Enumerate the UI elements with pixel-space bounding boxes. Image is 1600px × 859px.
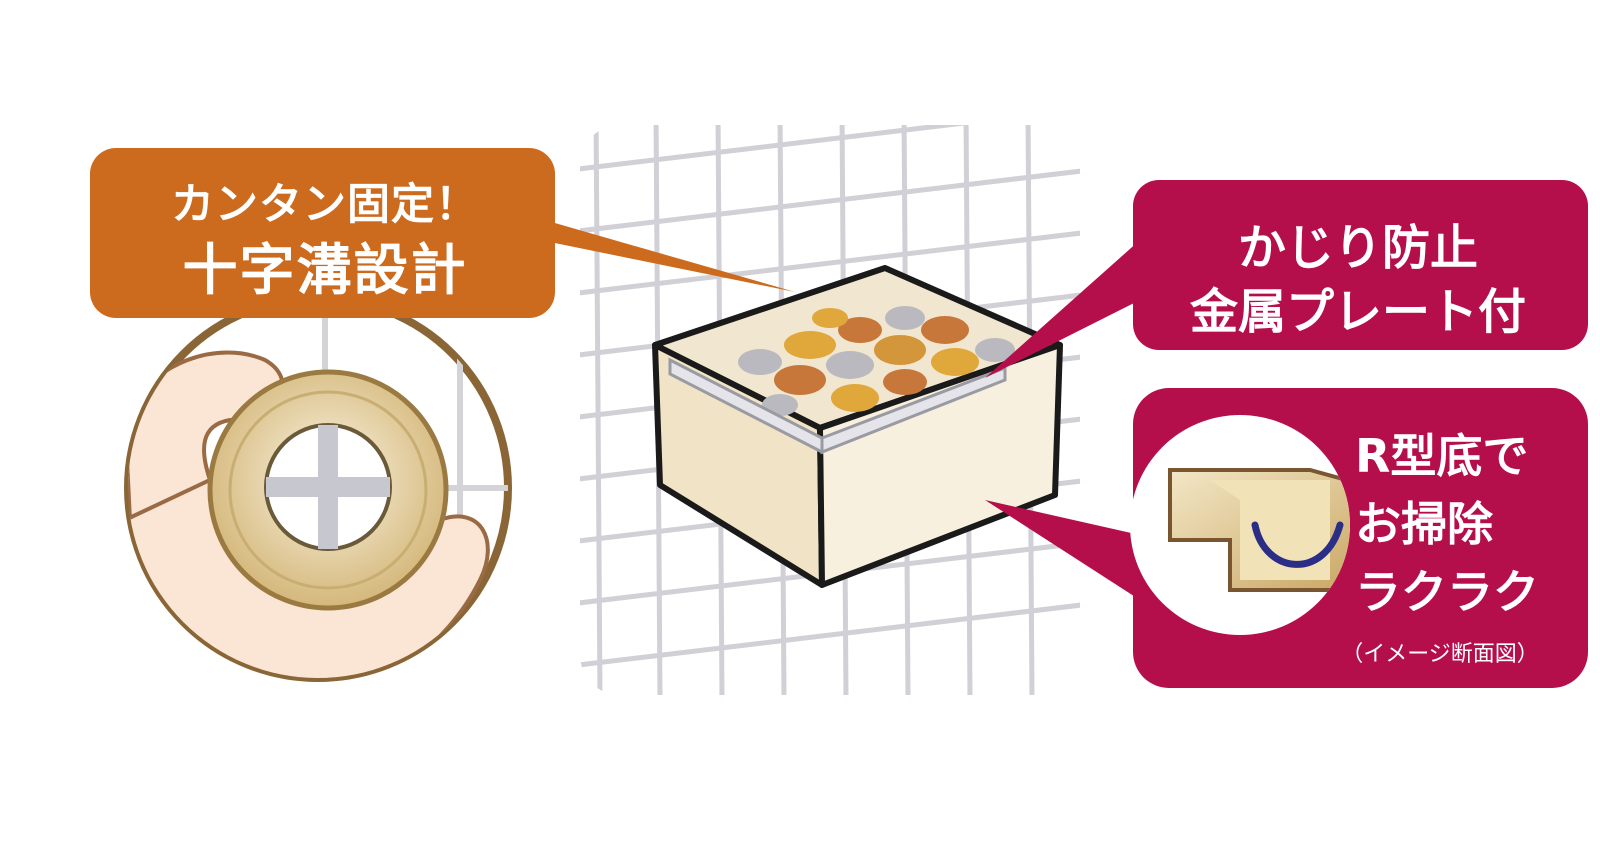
callout-plate — [985, 180, 1588, 378]
food-pellets — [738, 306, 1015, 416]
cross-groove-screw-icon — [207, 369, 449, 611]
r-bottom-section-icon — [1168, 468, 1350, 592]
callout-bottom-line2: お掃除 — [1355, 497, 1493, 551]
callout-bottom — [985, 388, 1588, 688]
callout-bottom-note: （イメージ断面図） — [1341, 642, 1539, 667]
callout-bottom-line1: R型底で — [1355, 429, 1529, 483]
callout-fixing-line1: カンタン固定！ — [171, 180, 479, 230]
callout-fixing-line2: 十字溝設計 — [182, 238, 468, 302]
callout-plate-line1: かじり防止 — [1237, 220, 1478, 276]
feeder-box-icon — [652, 265, 1063, 588]
callout-fixing — [90, 148, 795, 318]
callout-plate-line2: 金属プレート付 — [1189, 284, 1526, 340]
metal-plate — [668, 357, 1007, 455]
callout-bottom-line3: ラクラク — [1355, 565, 1539, 619]
